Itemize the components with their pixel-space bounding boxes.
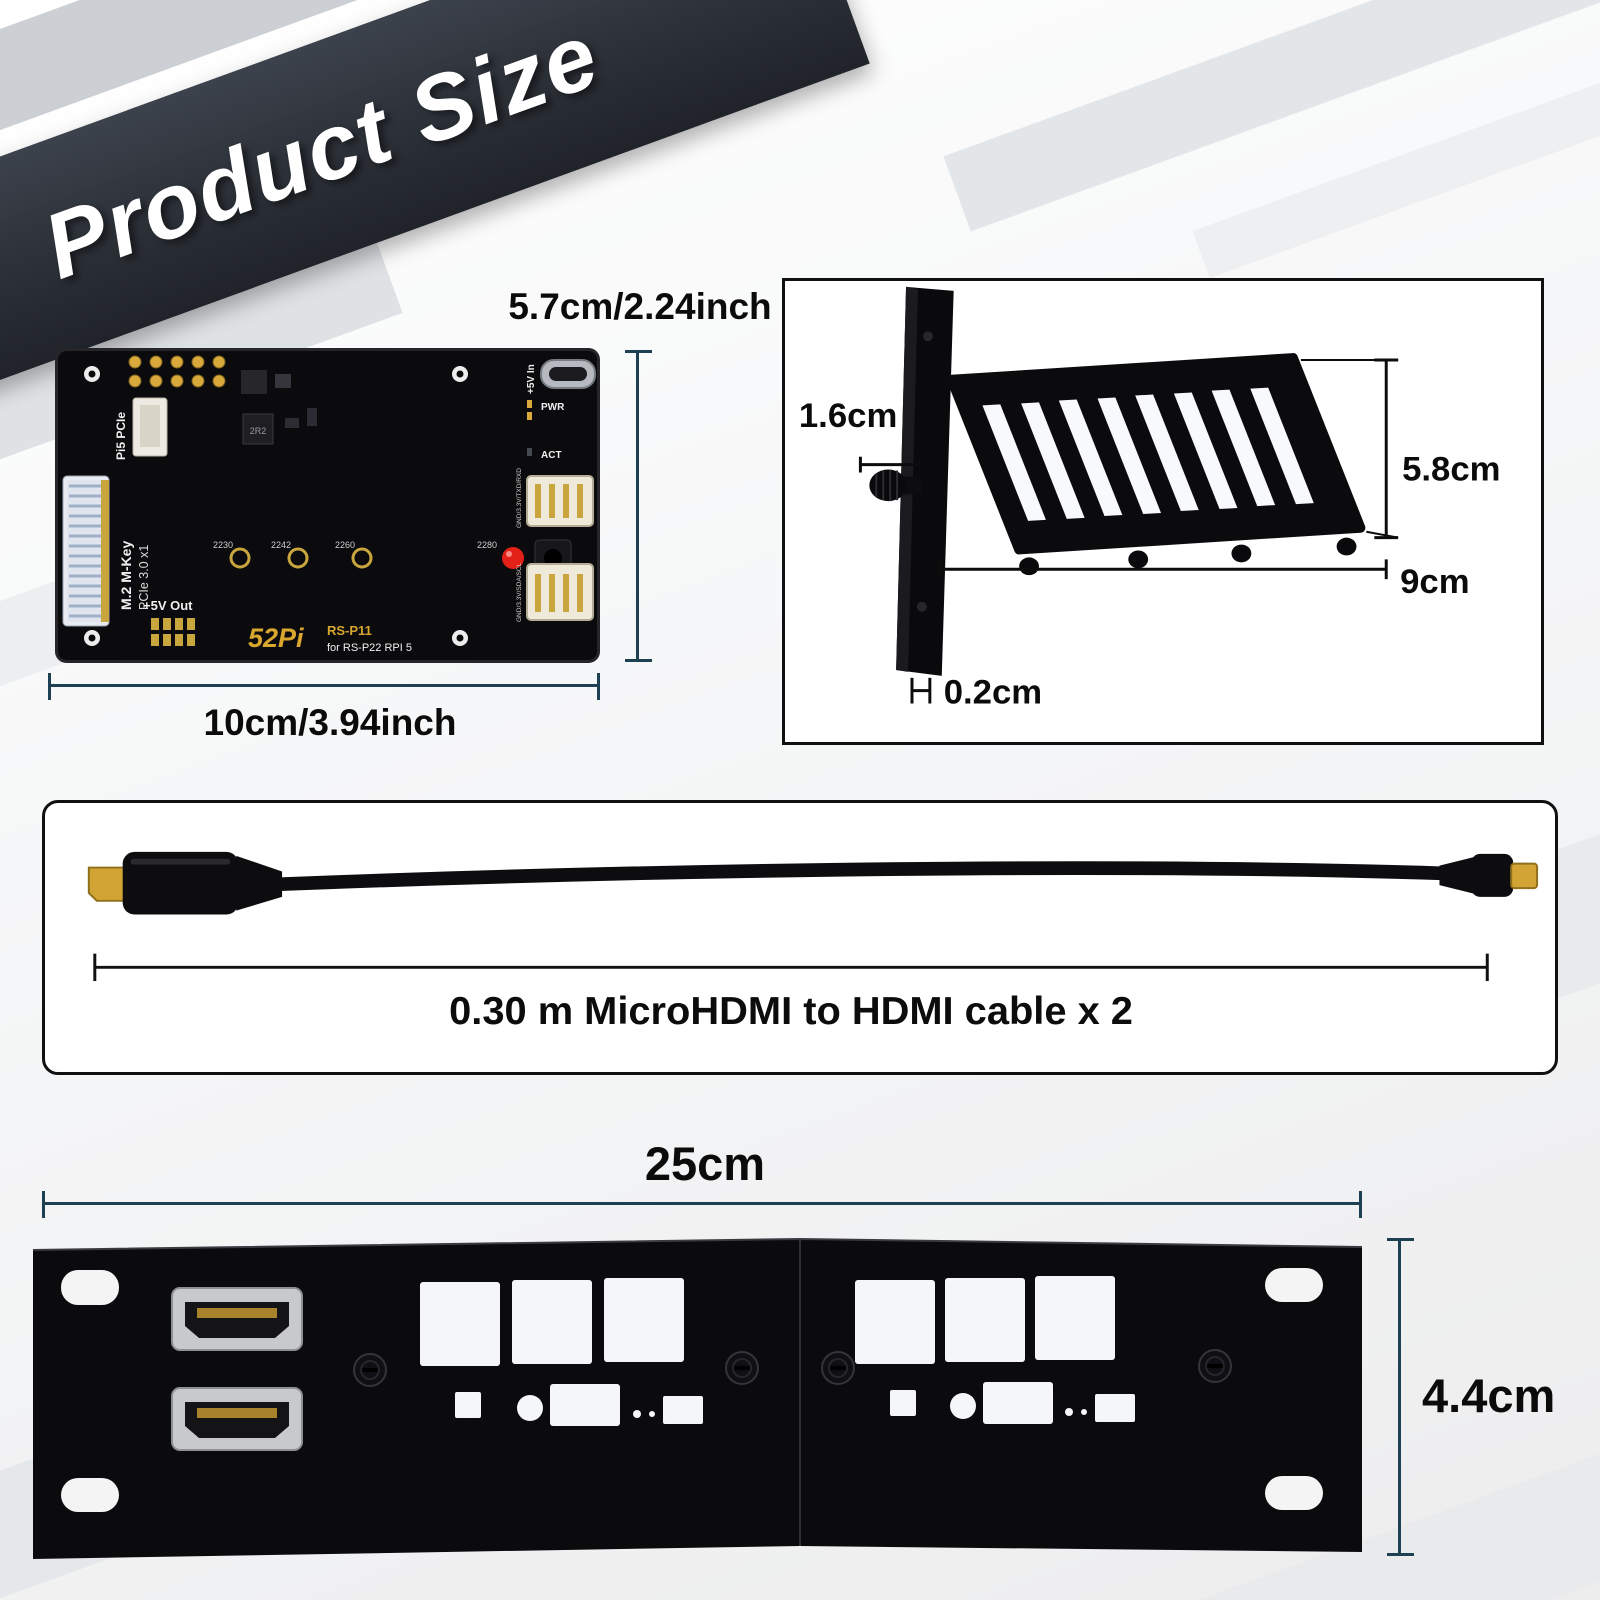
- contact-pads: [151, 618, 195, 646]
- panel-illustration: [25, 1232, 1370, 1562]
- size-2260-label: 2260: [335, 540, 355, 550]
- panel-height-dimension-label: 4.4cm: [1422, 1369, 1556, 1422]
- m2-slot: [62, 475, 110, 627]
- cable-svg: 0.30 m MicroHDMI to HDMI cable x 2: [87, 851, 1539, 1033]
- panel-svg: [32, 1237, 1363, 1559]
- pwr-label: PWR: [541, 402, 565, 413]
- hdmi-port-1: [171, 1287, 303, 1351]
- pcb-board-svg: 2R2 Pi5 PCIe M.2 M-Key: [55, 348, 600, 663]
- bracket-height-dimension-label: 5.8cm: [1402, 450, 1500, 488]
- bracket-height-dimension-line: [1300, 358, 1399, 540]
- cable-length-dimension-line: [93, 953, 1489, 982]
- panel-top-edge: [32, 1237, 1363, 1251]
- hdmi-plug: [87, 851, 283, 915]
- cable-label: 0.30 m MicroHDMI to HDMI cable x 2: [449, 989, 1133, 1033]
- size-2242-label: 2242: [271, 540, 291, 550]
- act-led: [527, 448, 532, 456]
- size-2280-label: 2280: [477, 540, 497, 550]
- panel-mount-slots: [61, 1268, 1323, 1512]
- pcie30-label: PCIe 3.0 x1: [137, 545, 151, 610]
- panel-right-cutouts: [855, 1276, 1135, 1424]
- hdmi-port-2: [171, 1387, 303, 1451]
- gpio-bottom-label: GND/3.3V/SDA/SCL: [516, 562, 523, 622]
- compat-label: for RS-P22 RPI 5: [327, 642, 412, 654]
- panel-left-cutouts: [420, 1278, 703, 1426]
- bracket-depth-dimension-label: 9cm: [1400, 563, 1469, 601]
- panel-screws: [353, 1349, 1232, 1387]
- gpio-top-label: GND/3.3V/TXD/RXD: [516, 468, 523, 528]
- cable-illustration-box: 0.30 m MicroHDMI to HDMI cable x 2: [42, 800, 1558, 1075]
- v5out-label: +5V Out: [143, 598, 193, 613]
- panel-width-dimension-label: 25cm: [644, 1137, 766, 1190]
- jst-connector-bottom: [526, 563, 594, 621]
- gpio-pin-header: [128, 355, 226, 388]
- bracket-depth-dimension-line: [938, 559, 1388, 580]
- micro-hdmi-plug: [1439, 853, 1539, 897]
- panel-height-dimension-line: [1387, 1238, 1414, 1556]
- bracket-illustration-box: 1.6cm 5.8cm 9cm 0.2cm: [782, 278, 1544, 745]
- board-height-dimension-label: 5.7cm/2.24inch: [508, 286, 772, 327]
- board-width-dimension-label: 10cm/3.94inch: [203, 702, 457, 743]
- bracket-thickness-dimension-label: 0.2cm: [944, 674, 1042, 712]
- board-width-dimension-line: [48, 673, 600, 700]
- pwr-led2: [527, 412, 532, 420]
- thumbscrew: [869, 469, 922, 502]
- m2-key-label: M.2 M-Key: [118, 541, 134, 610]
- pwr-led: [527, 400, 532, 408]
- model-label: RS-P11: [327, 623, 372, 638]
- vent-slots: [982, 387, 1314, 521]
- bracket-offset-dimension-label: 1.6cm: [799, 397, 897, 435]
- smd-components: [241, 370, 317, 445]
- usb-c-port: [540, 359, 596, 389]
- red-led-highlight: [506, 551, 512, 557]
- bracket-offset-dimension-line: [858, 456, 922, 473]
- panel-width-dimension-line: [42, 1191, 1362, 1218]
- plate-screw-bottom: [916, 601, 927, 612]
- panel-right-piece: [800, 1239, 1362, 1552]
- inductor-label: 2R2: [250, 426, 267, 436]
- pcb-outline: [55, 348, 600, 663]
- board-height-dimension-line: [625, 350, 652, 662]
- plate-screw-top: [922, 331, 933, 342]
- pcie-label: Pi5 PCIe: [114, 412, 128, 460]
- bracket-svg: 1.6cm 5.8cm 9cm 0.2cm: [799, 286, 1501, 712]
- pcb-mount-holes: [84, 366, 468, 646]
- v5in-label: +5V In: [526, 364, 537, 394]
- brand-logo: 52Pi: [248, 623, 304, 653]
- pcie-ffc-connector: [132, 397, 168, 457]
- act-label: ACT: [541, 450, 562, 461]
- cable-wire: [273, 861, 1453, 892]
- m2-standoff-holes: [229, 547, 373, 569]
- size-2230-label: 2230: [213, 540, 233, 550]
- bracket-thickness-symbol: [910, 677, 932, 704]
- pcb-board-illustration: 2R2 Pi5 PCIe M.2 M-Key: [55, 348, 600, 663]
- jst-connector-top: [526, 475, 594, 527]
- bg-stripe: [943, 0, 1600, 232]
